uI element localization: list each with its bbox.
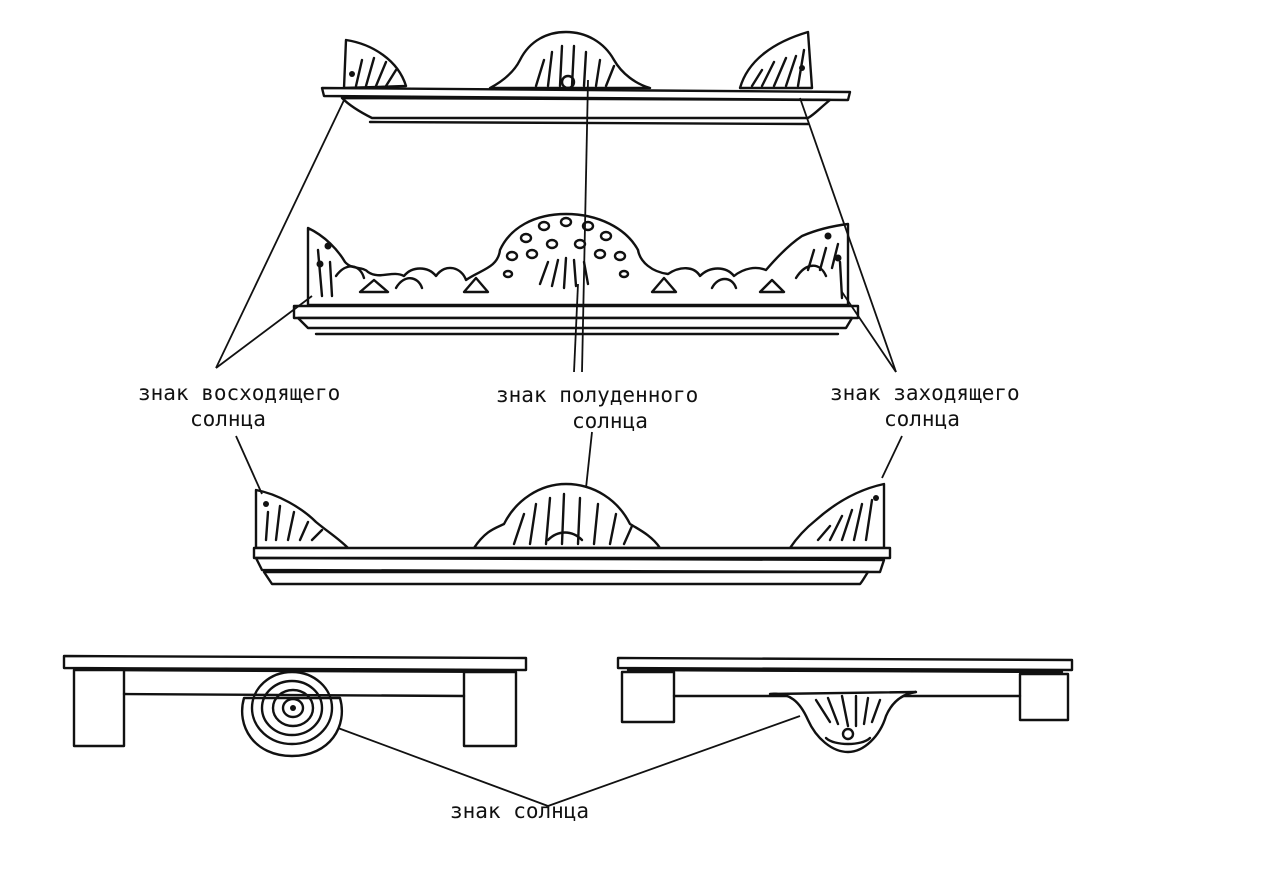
label-setting-sun-line2: солнца (884, 407, 960, 431)
label-setting-sun: знак заходящего солнца (830, 381, 1020, 431)
label-setting-sun-line1: знак заходящего (830, 381, 1020, 405)
round-sun-rosette (240, 670, 344, 758)
label-midday-sun-line2: солнца (572, 409, 648, 433)
bottom-right-corner-ornament (788, 482, 886, 550)
label-rising-sun-line1: знак восходящего (138, 381, 340, 405)
leader-lines (215, 79, 903, 807)
label-midday-sun-line1: знак полуденного (496, 383, 698, 407)
top-shelf (320, 30, 852, 126)
label-sun-sign: знак солнца (450, 799, 589, 823)
label-midday-sun: знак полуденного солнца (496, 383, 698, 433)
bottom-left-corner-ornament (254, 488, 350, 550)
shell-sun-ornament (768, 690, 918, 754)
bottom-center-ornament (472, 482, 662, 550)
middle-center-ornament-holes (502, 216, 630, 290)
lower-left-shelf (62, 654, 528, 758)
label-rising-sun-line2: солнца (190, 407, 266, 431)
top-right-corner-ornament (738, 30, 814, 90)
middle-shelf (292, 212, 860, 336)
bottom-shelf (252, 482, 892, 586)
top-left-corner-ornament (342, 38, 408, 90)
lower-right-shelf (616, 656, 1074, 754)
top-center-ornament (488, 30, 652, 90)
label-rising-sun: знак восходящего солнца (138, 381, 340, 431)
